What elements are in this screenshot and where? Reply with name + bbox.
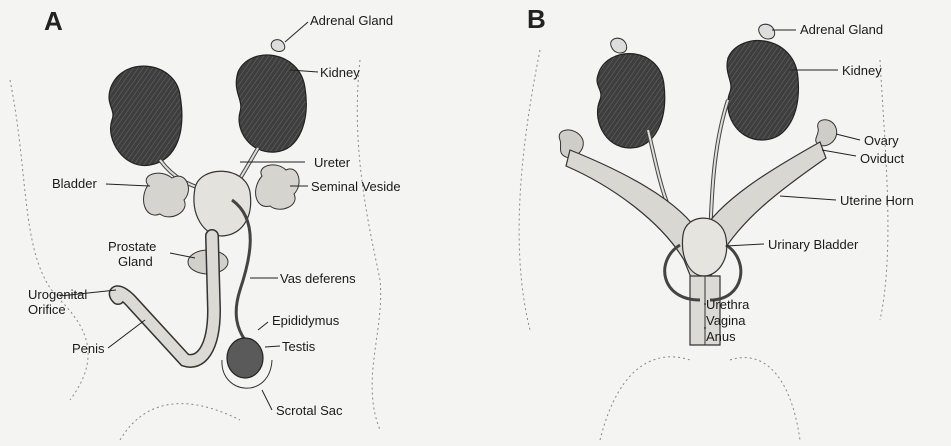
label-oviduct: Oviduct [860,152,904,166]
label-urinary-bladder: Urinary Bladder [768,238,858,252]
adrenal-gland-a [271,40,285,52]
label-epididymus: Epididymus [272,314,339,328]
label-vas-deferens: Vas deferens [280,272,356,286]
bladder-a [194,171,251,236]
kidney-right-a [236,55,306,152]
body-outline-b-bottom-right [730,358,800,440]
label-penis: Penis [72,342,105,356]
label-scrotal-sac: Scrotal Sac [276,404,342,418]
body-outline-b-bottom-left [600,357,690,440]
body-outline-b-right [880,60,888,320]
testis [227,338,263,378]
urinary-bladder-b [682,218,726,276]
body-outline-b-left [519,50,540,330]
label-adrenal-gland-a: Adrenal Gland [310,14,393,28]
panel-a-letter: A [44,6,63,37]
seminal-vesicle-right [256,165,299,209]
label-anus: Anus [706,330,736,344]
kidney-left-b [597,54,665,148]
panel-a-diagram [10,22,381,440]
label-ovary: Ovary [864,134,899,148]
label-kidney-a: Kidney [320,66,360,80]
adrenal-gland-b [759,24,775,39]
label-prostate-line1: Prostate [108,240,156,254]
body-outline-a-bottom [120,404,240,440]
label-urethra: Urethra [706,298,749,312]
seminal-vesicle-left [144,173,189,217]
label-testis: Testis [282,340,315,354]
label-urogenital-line1: Urogenital [28,288,87,302]
label-kidney-b: Kidney [842,64,882,78]
kidney-right-b [727,41,798,140]
label-adrenal-gland-b: Adrenal Gland [800,23,883,37]
label-prostate-line2: Gland [118,255,153,269]
ovary-right [816,120,837,146]
panel-b-diagram [519,24,888,440]
label-urogenital-line2: Orifice [28,303,66,317]
label-seminal-vesicle: Seminal Veside [311,180,401,194]
label-bladder-a: Bladder [52,177,97,191]
kidney-left-a [109,66,182,165]
label-vagina: Vagina [706,314,746,328]
label-ureter-a: Ureter [314,156,350,170]
body-outline-a-right [357,60,380,430]
adrenal-gland-b-left [611,38,627,53]
label-uterine-horn: Uterine Horn [840,194,914,208]
panel-b-letter: B [527,4,546,35]
